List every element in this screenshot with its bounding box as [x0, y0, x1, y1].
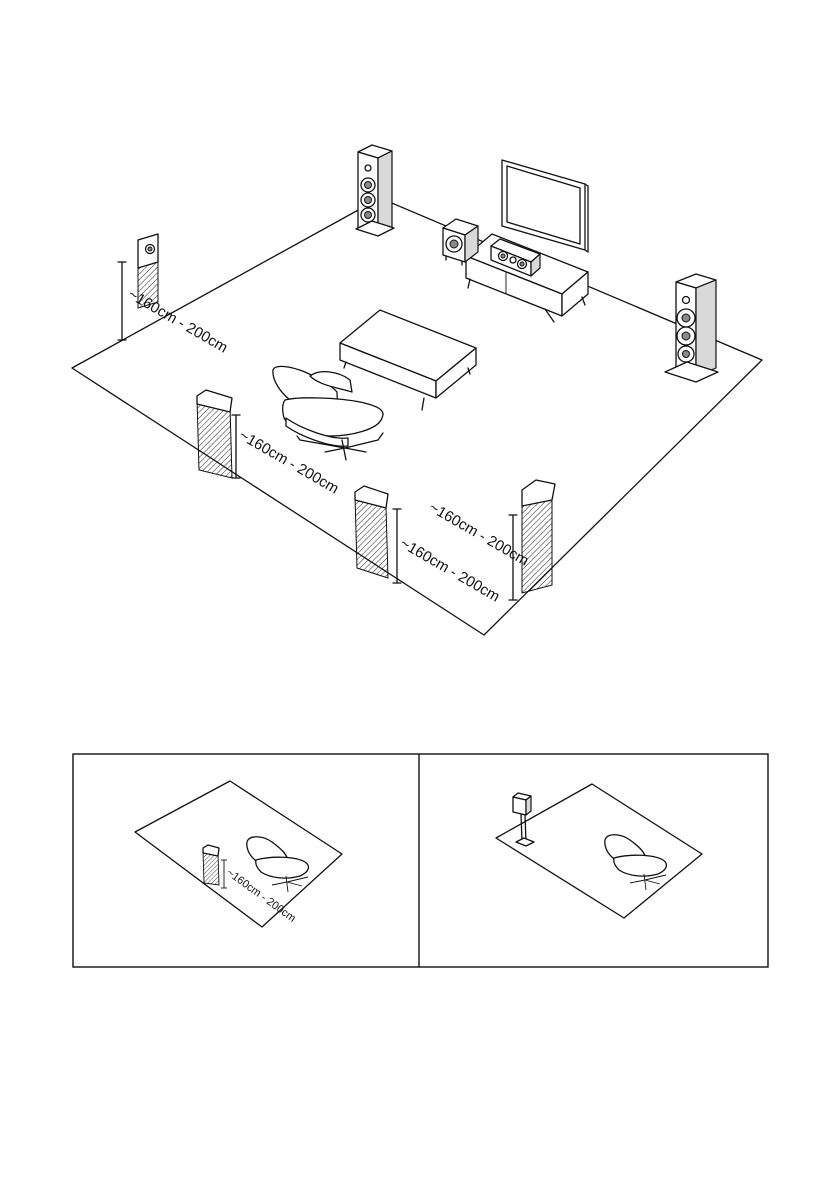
stand-option-chair — [605, 835, 667, 890]
rear-center-speaker: ~160cm - 200cm — [355, 486, 503, 606]
front-right-tower-speaker — [665, 274, 718, 382]
room-floor — [72, 198, 762, 635]
main-room-diagram: ~160cm - 200cm ~160cm - 200cm ~160cm - 2… — [72, 145, 762, 635]
tv-screen — [502, 160, 588, 252]
back-left-wall-speaker: ~160cm - 200cm — [118, 234, 231, 357]
stand-option-panel — [496, 784, 702, 918]
rear-right-speaker: ~160cm - 200cm — [426, 480, 555, 600]
back-left-height-label: ~160cm - 200cm — [125, 286, 231, 357]
tv-cabinet — [466, 234, 588, 322]
wall-mount-option-panel: ~160cm - 200cm — [135, 781, 342, 927]
speaker-stand — [513, 793, 534, 846]
front-left-tower-speaker — [356, 145, 394, 236]
lounge-chair — [273, 366, 383, 460]
mounting-options: ~160cm - 200cm — [73, 754, 768, 967]
wall-mount-speaker — [203, 845, 227, 888]
coffee-table — [340, 310, 476, 410]
